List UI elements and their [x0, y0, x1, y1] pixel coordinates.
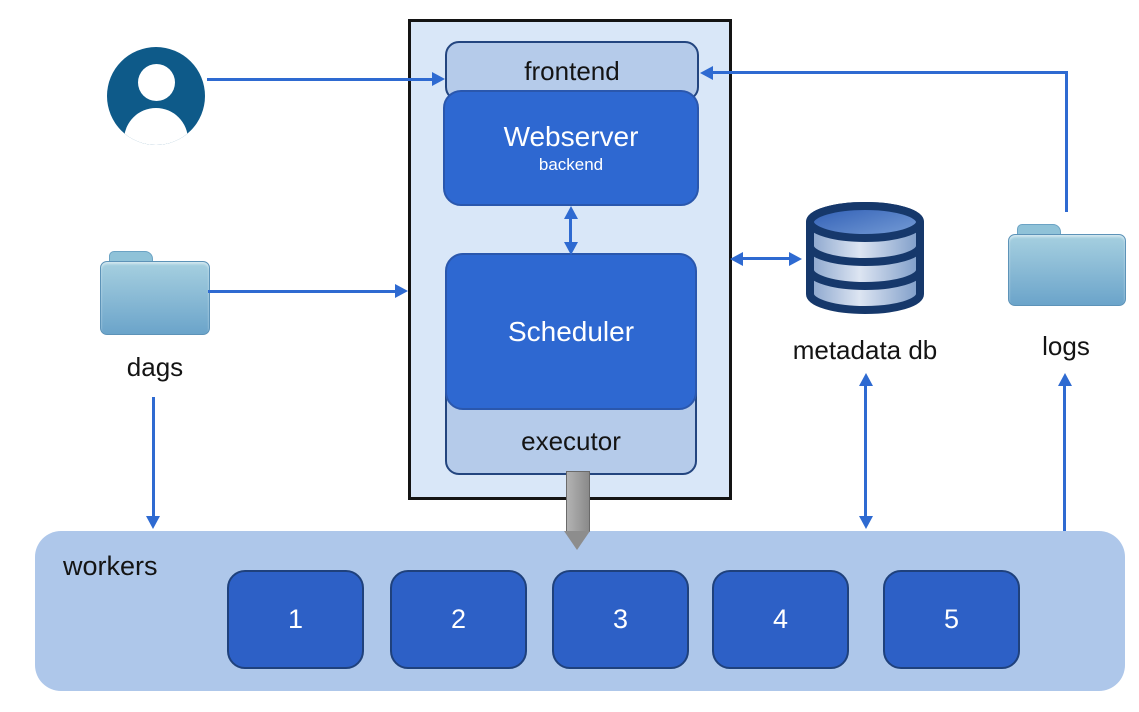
frontend-label: frontend — [524, 55, 620, 86]
arrow-executor-to-workers-shaft — [566, 471, 590, 532]
arrow-core-metadata-db — [742, 257, 790, 260]
arrow-logs-to-frontend-horizontal — [712, 71, 1068, 74]
database-icon-metadata — [806, 202, 924, 314]
user-icon — [107, 47, 205, 145]
arrow-user-to-frontend — [207, 78, 433, 81]
arrowhead-dags-to-core — [395, 284, 408, 298]
worker-node-5: 5 — [883, 570, 1020, 669]
arrow-metadata-db-workers — [864, 385, 867, 518]
arrow-workers-to-logs — [1063, 385, 1066, 531]
arrowhead-metadata-workers-up — [858, 373, 873, 386]
metadata-db-label: metadata db — [792, 335, 938, 365]
arrowhead-webserver-scheduler-up — [563, 206, 578, 219]
arrowhead-logs-to-frontend — [700, 66, 713, 80]
arrowhead-metadata-workers-down — [858, 516, 873, 529]
scheduler-node: Scheduler — [445, 253, 697, 410]
workers-label: workers — [63, 551, 158, 581]
arrowhead-core-metadata-left — [730, 252, 743, 266]
webserver-sublabel: backend — [538, 155, 604, 175]
arrow-webserver-scheduler — [569, 217, 572, 244]
arrow-logs-to-frontend-vertical — [1065, 71, 1068, 212]
arrowhead-core-metadata-right — [789, 252, 802, 266]
scheduler-label: Scheduler — [507, 315, 635, 347]
webserver-node: Webserver backend — [443, 90, 699, 206]
arrowhead-dags-to-workers — [146, 516, 160, 529]
arrowhead-user-to-frontend — [432, 72, 445, 86]
worker-node-2: 2 — [390, 570, 527, 669]
worker-node-4: 4 — [712, 570, 849, 669]
arrowhead-workers-to-logs — [1057, 373, 1072, 386]
arrow-dags-to-workers — [152, 397, 155, 517]
executor-label: executor — [521, 426, 621, 456]
worker-node-3: 3 — [552, 570, 689, 669]
user-icon-body — [124, 108, 188, 145]
dags-label: dags — [126, 352, 184, 382]
folder-icon-dags — [100, 251, 210, 335]
arrowhead-webserver-scheduler-down — [563, 242, 578, 255]
webserver-label: Webserver — [503, 120, 639, 152]
logs-label: logs — [1042, 331, 1090, 361]
arrow-dags-to-core — [208, 290, 396, 293]
arrow-executor-to-workers-tip — [564, 531, 590, 550]
folder-icon-logs — [1008, 224, 1126, 306]
worker-node-1: 1 — [227, 570, 364, 669]
user-icon-head — [138, 64, 175, 101]
